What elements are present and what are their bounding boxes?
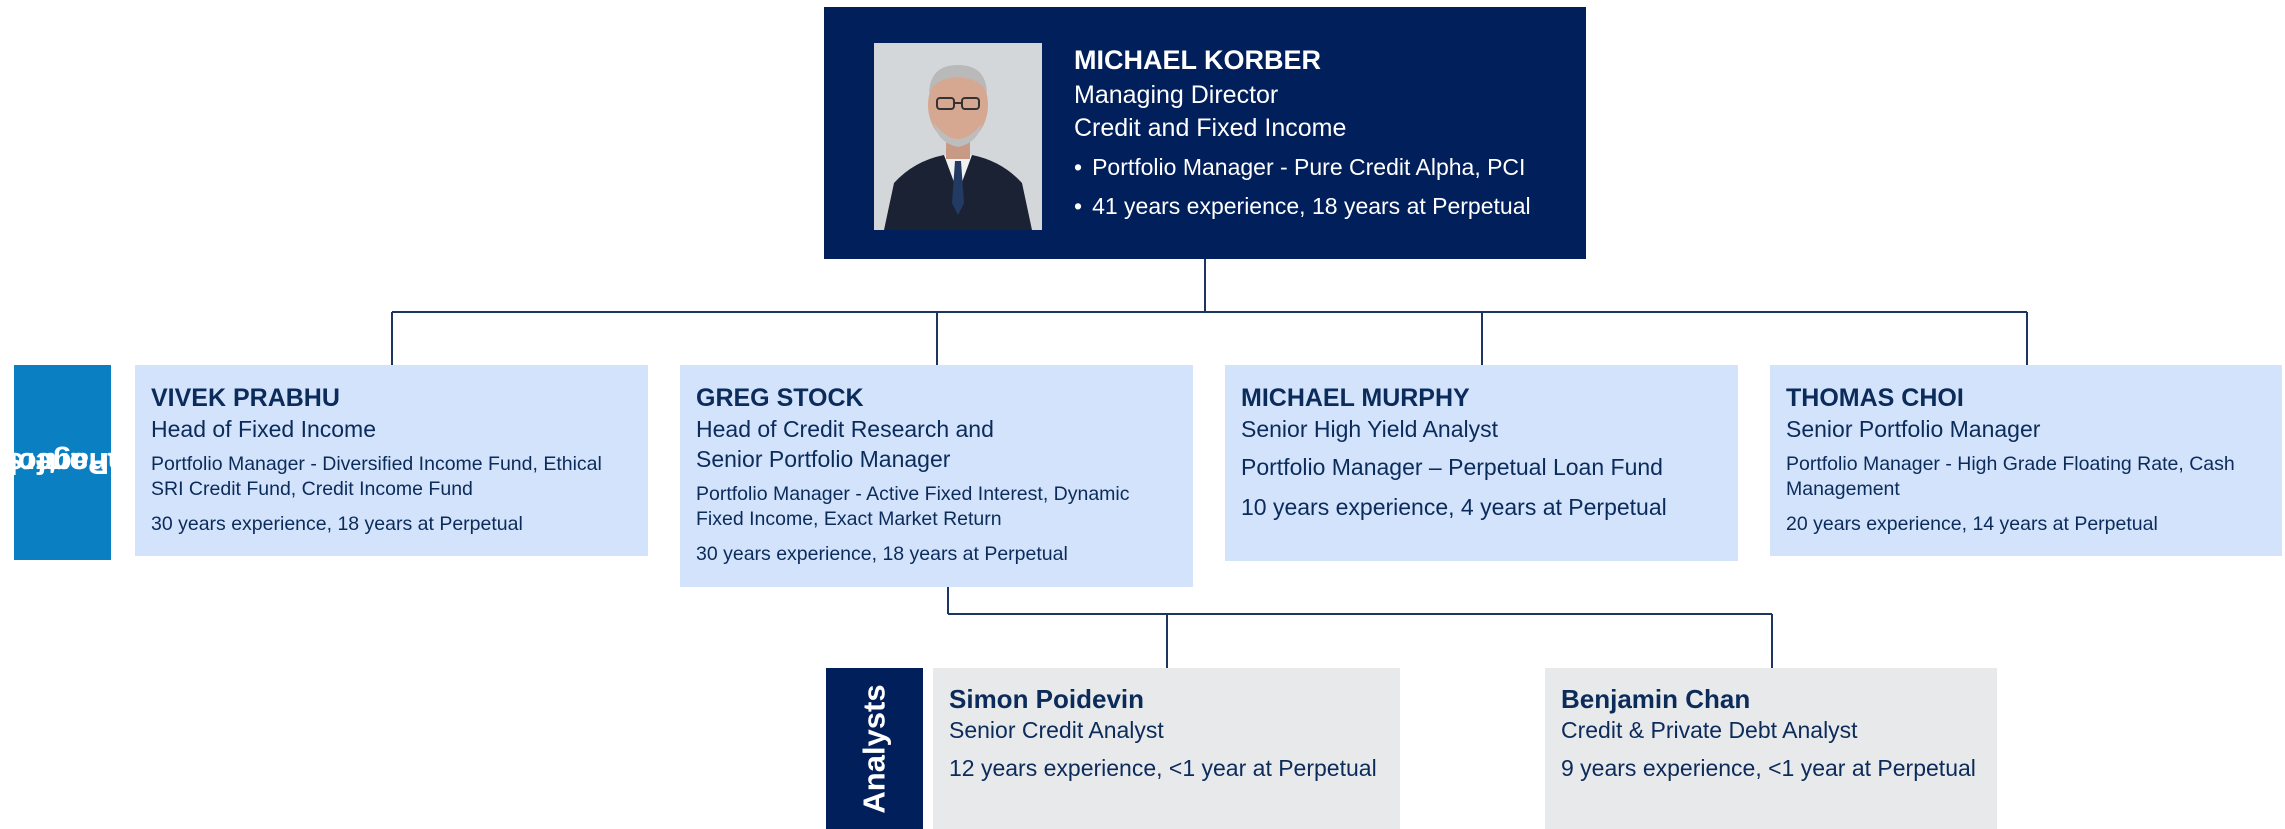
pm-name: GREG STOCK xyxy=(696,384,864,412)
pm-card-greg-stock: GREG STOCK Head of Credit Research and S… xyxy=(680,365,1193,587)
pm-role-line1: Head of Credit Research and xyxy=(696,416,994,442)
analyst-experience: 9 years experience, <1 year at Perpetual xyxy=(1561,755,1976,781)
pm-role-line2: Senior Portfolio Manager xyxy=(696,446,951,472)
analysts-label: Analysts xyxy=(826,668,923,829)
pm-card-michael-murphy: MICHAEL MURPHY Senior High Yield Analyst… xyxy=(1225,365,1738,561)
analyst-experience: 12 years experience, <1 year at Perpetua… xyxy=(949,755,1377,781)
analyst-card-simon-poidevin: Simon Poidevin Senior Credit Analyst 12 … xyxy=(933,668,1400,829)
portfolio-managers-label-line2: managers xyxy=(6,445,153,481)
pm-fund: Portfolio Manager - High Grade Floating … xyxy=(1786,453,2235,500)
pm-fund: Portfolio Manager - Diversified Income F… xyxy=(151,453,602,500)
pm-name: VIVEK PRABHU xyxy=(151,384,340,412)
pm-fund: Portfolio Manager – Perpetual Loan Fund xyxy=(1241,454,1663,480)
head-bullet-item: Portfolio Manager - Pure Credit Alpha, P… xyxy=(1074,154,1531,193)
pm-card-vivek-prabhu: VIVEK PRABHU Head of Fixed Income Portfo… xyxy=(135,365,648,556)
portrait-photo xyxy=(874,43,1042,230)
head-bullet-item: 41 years experience, 18 years at Perpetu… xyxy=(1074,193,1531,232)
analyst-role: Senior Credit Analyst xyxy=(949,717,1164,743)
pm-experience: 10 years experience, 4 years at Perpetua… xyxy=(1241,494,1667,520)
head-title: Managing Director Credit and Fixed Incom… xyxy=(1074,79,1346,145)
head-bullet-list: Portfolio Manager - Pure Credit Alpha, P… xyxy=(1074,154,1531,232)
pm-experience: 30 years experience, 18 years at Perpetu… xyxy=(696,543,1068,565)
pm-experience: 20 years experience, 14 years at Perpetu… xyxy=(1786,513,2158,535)
pm-name: MICHAEL MURPHY xyxy=(1241,384,1470,412)
head-name: MICHAEL KORBER xyxy=(1074,45,1322,75)
pm-role: Head of Credit Research and Senior Portf… xyxy=(696,414,1177,474)
portfolio-managers-label: Portfolio managers xyxy=(0,365,153,560)
analyst-card-benjamin-chan: Benjamin Chan Credit & Private Debt Anal… xyxy=(1545,668,1997,829)
analyst-name: Benjamin Chan xyxy=(1561,684,1751,714)
head-title-line2: Credit and Fixed Income xyxy=(1074,114,1347,142)
pm-fund: Portfolio Manager - Active Fixed Interes… xyxy=(696,483,1130,530)
analysts-label-text: Analysts xyxy=(856,683,892,814)
analyst-name: Simon Poidevin xyxy=(949,684,1145,714)
pm-role: Head of Fixed Income xyxy=(151,416,377,442)
analyst-role: Credit & Private Debt Analyst xyxy=(1561,717,1858,743)
head-card-michael-korber: MICHAEL KORBER Managing Director Credit … xyxy=(824,7,1586,259)
pm-name: THOMAS CHOI xyxy=(1786,384,1964,412)
pm-role: Senior Portfolio Manager xyxy=(1786,416,2041,442)
head-title-line1: Managing Director xyxy=(1074,81,1279,109)
pm-role: Senior High Yield Analyst xyxy=(1241,416,1498,442)
pm-experience: 30 years experience, 18 years at Perpetu… xyxy=(151,513,523,535)
pm-card-thomas-choi: THOMAS CHOI Senior Portfolio Manager Por… xyxy=(1770,365,2282,556)
